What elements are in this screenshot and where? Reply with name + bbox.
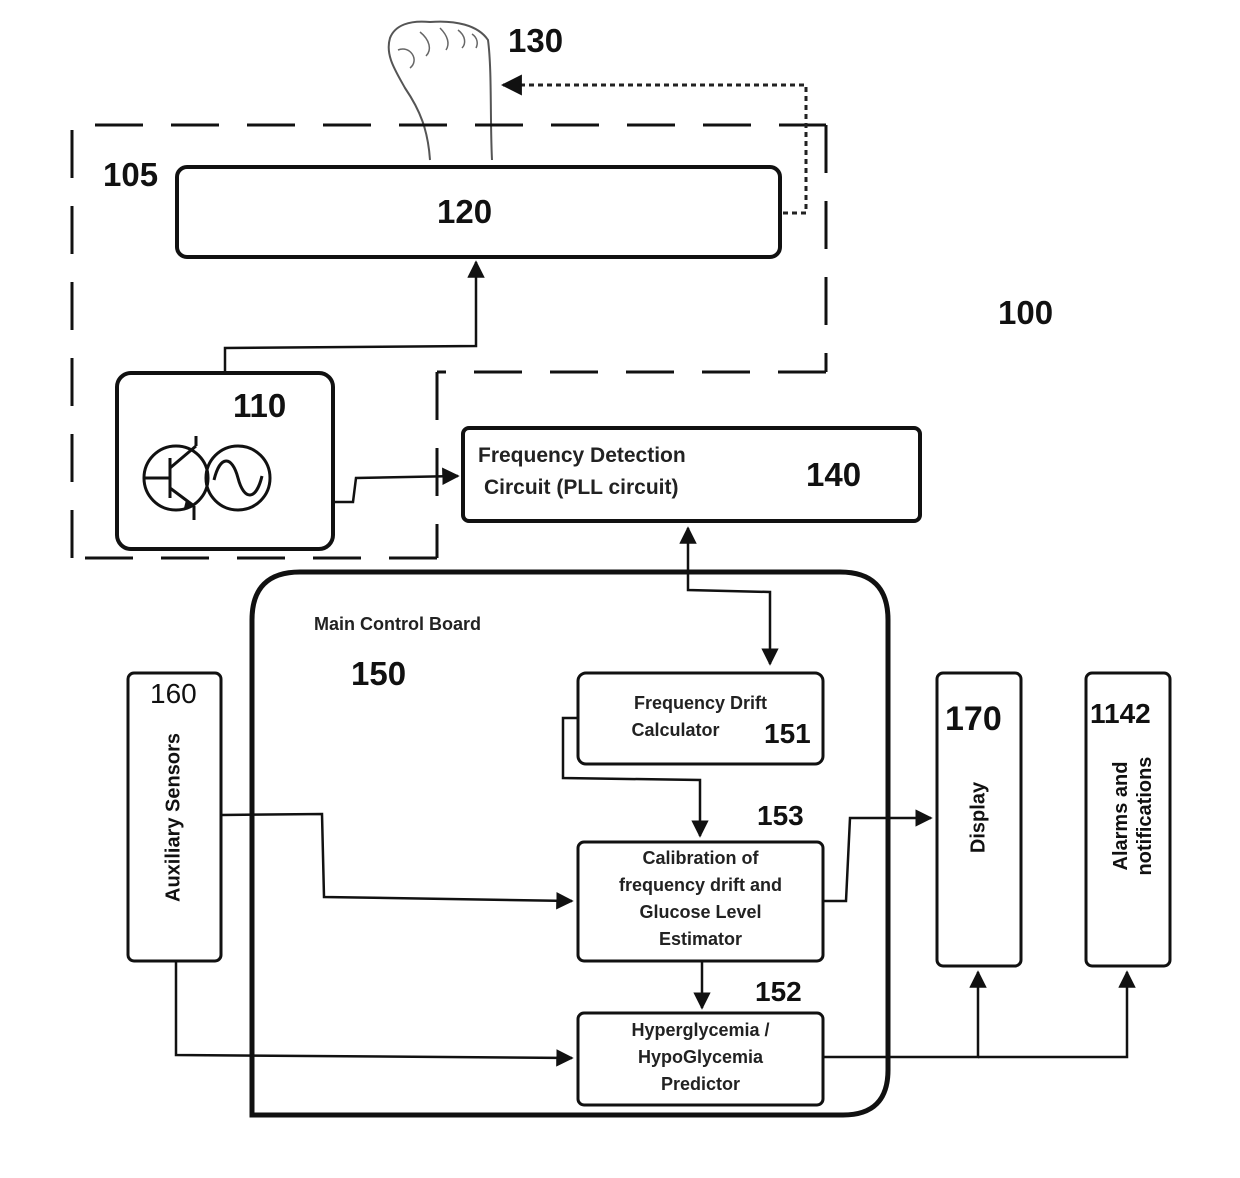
- estimator-line3: Glucose Level: [578, 899, 823, 926]
- predictor-to-alarms-arrow: [978, 972, 1127, 1057]
- aux-to-estimator-arrow: [221, 814, 572, 901]
- ref-140: 140: [806, 456, 861, 494]
- estimator-label: Calibration of frequency drift and Gluco…: [578, 845, 823, 953]
- aux-to-predictor-arrow: [176, 961, 572, 1058]
- ref-153: 153: [757, 800, 804, 832]
- predictor-to-display-arrow: [823, 972, 978, 1057]
- ref-170: 170: [945, 700, 1002, 739]
- oscillator-to-sensor-arrow: [225, 262, 476, 373]
- display-label: Display: [968, 768, 991, 868]
- detector-drift-bidirectional-arrow: [688, 528, 770, 664]
- ref-152: 152: [755, 976, 802, 1008]
- predictor-label: Hyperglycemia / HypoGlycemia Predictor: [578, 1017, 823, 1098]
- alarms-line2: notifications: [1133, 741, 1157, 891]
- ref-105: 105: [103, 156, 158, 194]
- auxiliary-sensors-label: Auxiliary Sensors: [163, 718, 186, 918]
- ref-1142: 1142: [1090, 698, 1151, 730]
- ref-150: 150: [351, 655, 406, 693]
- estimator-line2: frequency drift and: [578, 872, 823, 899]
- ref-120: 120: [437, 193, 492, 231]
- ref-110: 110: [233, 387, 286, 425]
- ref-151: 151: [764, 718, 811, 750]
- estimator-line1: Calibration of: [578, 845, 823, 872]
- frequency-detection-line2: Circuit (PLL circuit): [478, 472, 686, 504]
- oscillator-to-detector-arrow: [335, 476, 458, 502]
- drift-calculator-line1: Frequency Drift: [598, 690, 803, 717]
- frequency-detection-label: Frequency Detection Circuit (PLL circuit…: [478, 440, 686, 504]
- hand-fist-icon: [389, 22, 492, 160]
- predictor-line3: Predictor: [578, 1071, 823, 1098]
- main-control-board-title: Main Control Board: [314, 614, 481, 635]
- frequency-detection-line1: Frequency Detection: [478, 440, 686, 472]
- ref-160: 160: [150, 678, 197, 710]
- ref-100: 100: [998, 294, 1053, 332]
- estimator-to-display-arrow: [823, 818, 931, 901]
- alarms-line1: Alarms and: [1109, 741, 1133, 891]
- ref-130: 130: [508, 22, 563, 60]
- predictor-line1: Hyperglycemia /: [578, 1017, 823, 1044]
- alarms-label: Alarms and notifications: [1109, 741, 1157, 891]
- estimator-line4: Estimator: [578, 926, 823, 953]
- predictor-line2: HypoGlycemia: [578, 1044, 823, 1071]
